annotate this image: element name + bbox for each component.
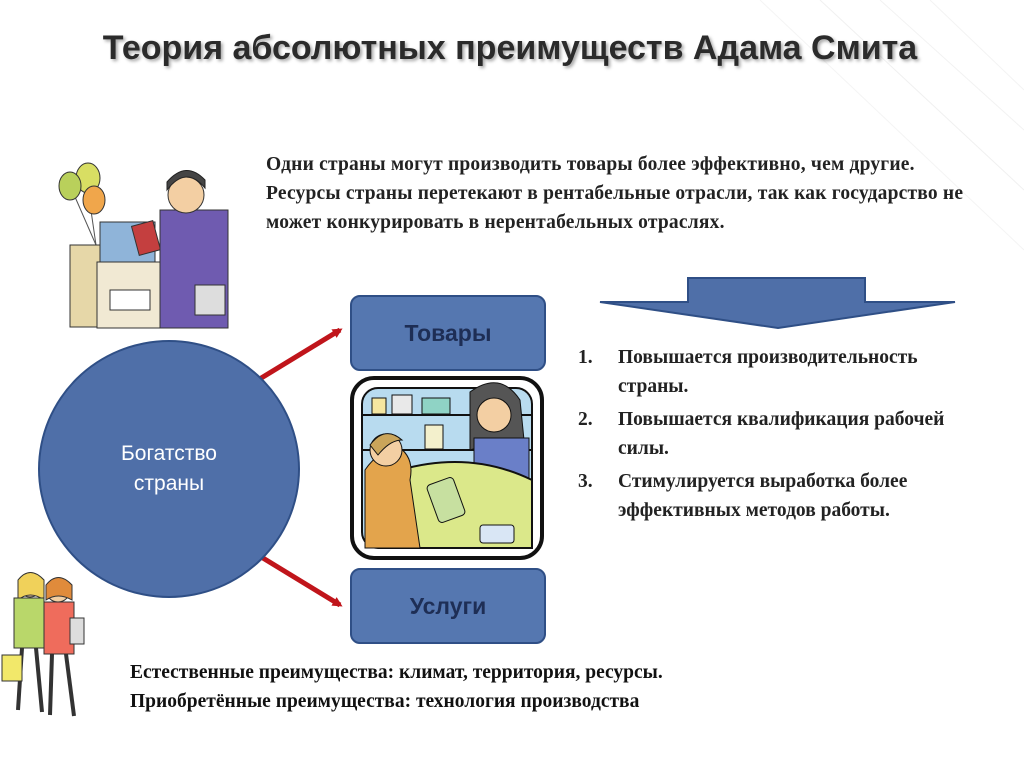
- goods-box: Товары: [350, 295, 546, 371]
- list-item-text: Повышается производительность страны.: [618, 347, 918, 397]
- list-item: 1. Повышается производительность страны.: [578, 343, 978, 401]
- wealth-circle: Богатство страны: [38, 340, 300, 598]
- list-item-number: 2.: [578, 409, 593, 430]
- list-item-number: 1.: [578, 347, 593, 368]
- list-item: 3. Стимулируется выработка более эффекти…: [578, 467, 978, 525]
- services-label: Услуги: [409, 592, 487, 619]
- effects-list: 1. Повышается производительность страны.…: [578, 343, 978, 529]
- page-title: Теория абсолютных преимуществ Адама Смит…: [102, 29, 918, 67]
- wealth-label: Богатство страны: [121, 442, 217, 495]
- arrow-to-services: [256, 552, 343, 608]
- list-item-number: 3.: [578, 471, 593, 492]
- advantages-footer: Естественные преимущества: климат, терри…: [130, 658, 950, 716]
- down-arrow-icon: [599, 277, 956, 330]
- intro-paragraph: Одни страны могут производить товары бол…: [266, 154, 964, 233]
- list-item-text: Повышается квалификация рабочей силы.: [618, 409, 945, 459]
- arrow-to-goods: [256, 327, 343, 383]
- list-item-text: Стимулируется выработка более эффективны…: [618, 471, 908, 521]
- natural-advantages: Естественные преимущества: климат, терри…: [130, 662, 663, 683]
- goods-label: Товары: [404, 319, 492, 346]
- services-box: Услуги: [350, 568, 546, 644]
- list-item: 2. Повышается квалификация рабочей силы.: [578, 405, 978, 463]
- acquired-advantages: Приобретённые преимущества: технология п…: [130, 691, 640, 712]
